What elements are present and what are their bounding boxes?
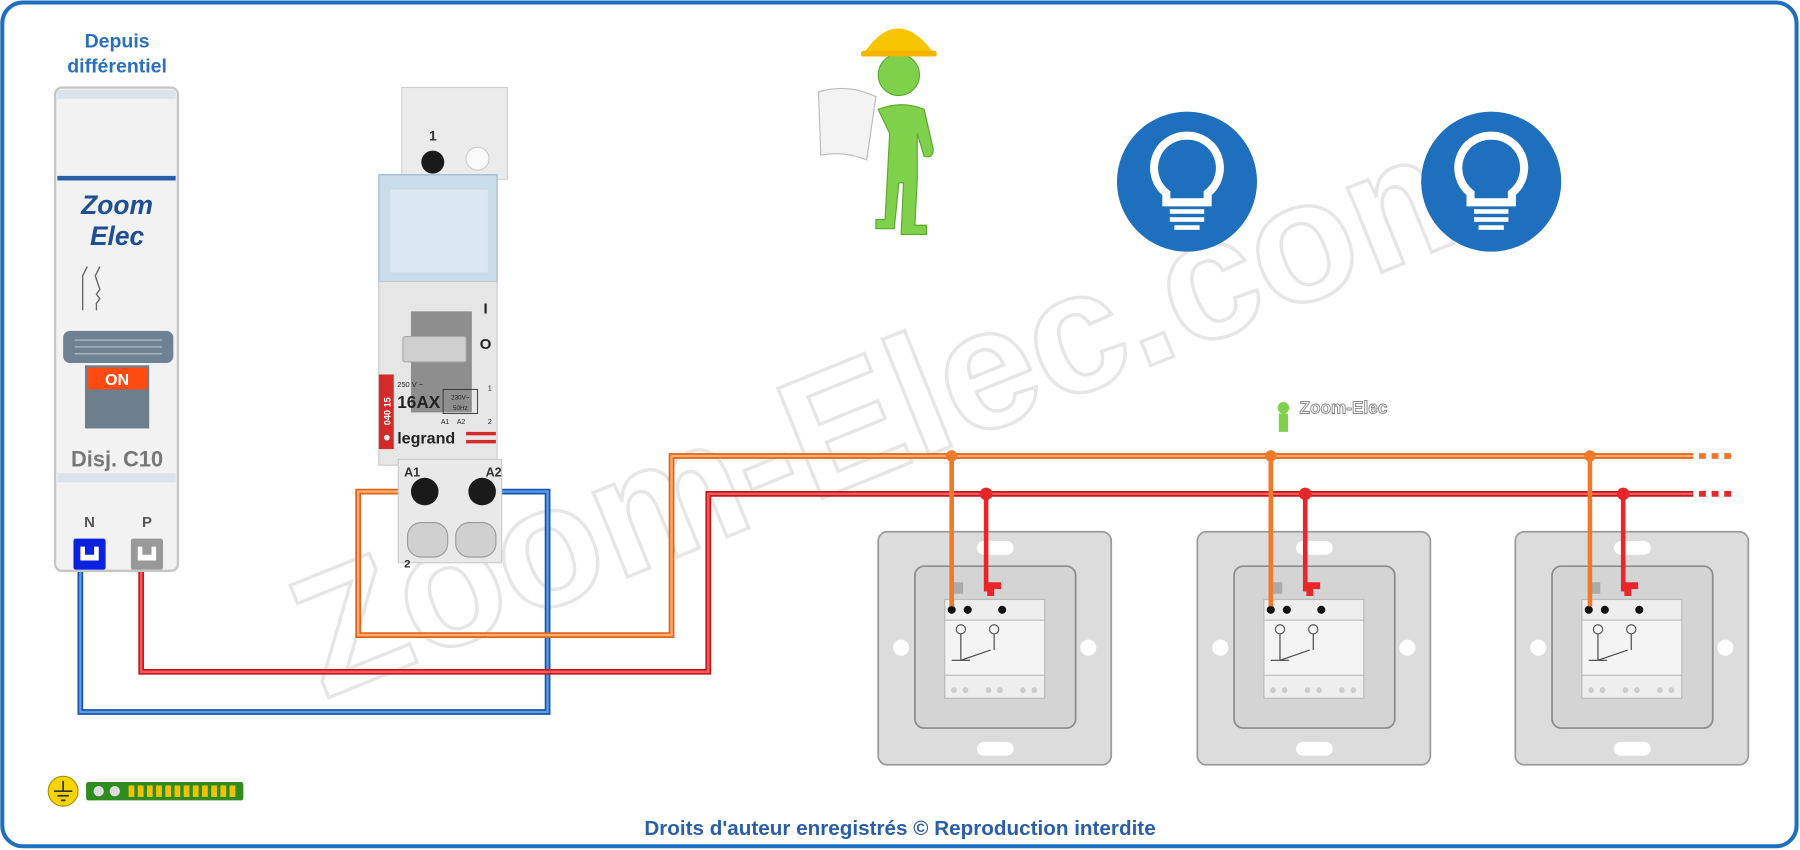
breaker-brand-line1: Zoom: [80, 190, 153, 220]
brand-logo: legrand: [397, 429, 455, 447]
product-ref: 040 15: [382, 397, 392, 425]
breaker-symbol-icon: [81, 266, 101, 311]
coil-voltage: 230V~: [451, 395, 470, 402]
voltage-rating: 250 V ~: [397, 380, 424, 389]
terminal-a2-label: A2: [486, 466, 502, 480]
phase-label: P: [142, 514, 152, 531]
current-rating: 16AX: [397, 392, 441, 412]
coil-a2: A2: [457, 419, 466, 426]
neutral-label: N: [84, 514, 95, 531]
wires: [77, 453, 1732, 715]
copyright-footer: Droits d'auteur enregistrés © Reproducti…: [644, 817, 1155, 840]
bulb-2-icon: [1421, 112, 1561, 252]
breaker-brand-line2: Elec: [90, 221, 145, 251]
contactor: 1 I O 040 15 250 V ~ 16AX 230V~ 50Hz A1 …: [378, 86, 508, 570]
breaker-rating: Disj. C10: [71, 446, 163, 471]
terminal-a1: [410, 477, 439, 506]
switch-3[interactable]: [1514, 530, 1750, 766]
circuit-breaker: Zoom Elec ON Disj. C10 N P: [53, 86, 180, 572]
position-off-label: O: [480, 336, 492, 353]
neutral-terminal: [73, 538, 106, 570]
source-label-line2: différentiel: [67, 56, 167, 78]
phase-terminal: [130, 538, 164, 570]
contact-2: 2: [488, 419, 492, 426]
switch-2[interactable]: [1196, 530, 1432, 766]
terminal-2-label: 2: [404, 558, 410, 570]
position-on-label: I: [484, 301, 488, 318]
terminal-a1-label: A1: [404, 466, 420, 480]
switch-1[interactable]: [877, 530, 1113, 766]
logo-text: Zoom-Elec: [1299, 398, 1387, 418]
terminal-1-label: 1: [429, 128, 437, 143]
terminal-a2: [468, 477, 496, 506]
contactor-handle[interactable]: [402, 336, 467, 363]
switch-drops: [945, 450, 1630, 607]
bulb-1-icon: [1117, 112, 1257, 252]
source-label-line1: Depuis: [85, 30, 150, 52]
coil-a1: A1: [441, 419, 450, 426]
earth-terminal-bar: [47, 775, 244, 807]
worker-figure-icon: [817, 28, 937, 236]
earth-icon: [53, 780, 73, 802]
breaker-state: ON: [105, 371, 129, 389]
zoom-elec-logo: Zoom-Elec: [1277, 397, 1388, 432]
coil-frequency: 50Hz: [453, 405, 468, 412]
contact-1: 1: [488, 386, 492, 393]
